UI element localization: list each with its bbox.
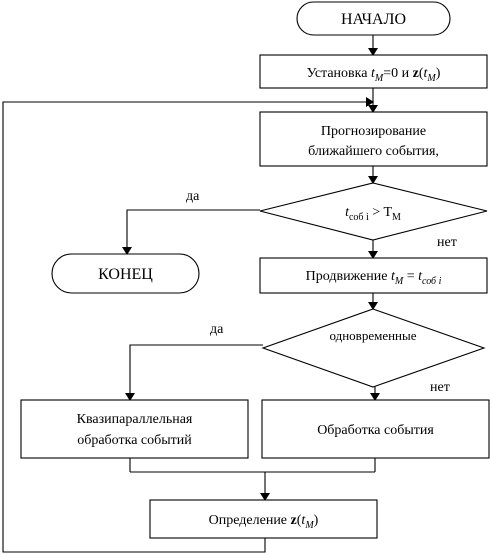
start-terminator: НАЧАЛО [296,1,451,36]
process-block: Обработка события [261,399,490,459]
arrow-yes-to-parallel [125,344,263,401]
loop-back-line [2,97,374,553]
predict-line1: Прогнозирование [321,124,426,139]
decision1-label: tсоб i > TM [345,205,401,223]
parallel-block: Квазипараллельная обработка событий [20,399,249,459]
no2-label: нет [430,380,450,395]
parallel-line2: обработка событий [77,433,192,448]
advance-block: Продвижение tM = tсоб i [259,257,488,294]
parallel-line1: Квазипараллельная [77,412,193,427]
advance-label: Продвижение tM = tсоб i [306,269,442,287]
decision2-label: одновременные [329,328,416,343]
predict-line2: ближайшего события, [308,144,439,159]
predict-block: Прогнозирование ближайшего события, [259,111,488,167]
connectors [2,35,380,553]
yes1-label: да [186,189,200,204]
arrow-yes-to-end [122,209,260,255]
process-label: Обработка события [317,423,434,438]
yes2-label: да [210,322,224,337]
start-label: НАЧАЛО [341,11,406,28]
end-terminator: КОНЕЦ [51,253,200,294]
init-block: Установка tM=0 и z(tM) [259,54,488,89]
no1-label: нет [437,235,457,250]
end-label: КОНЕЦ [98,266,153,283]
determine-block: Определение z(tM) [149,499,378,539]
init-label: Установка tM=0 и z(tM) [307,66,441,84]
determine-label: Определение z(tM) [209,513,319,531]
decision1-diamond: tсоб i > TM [259,182,488,241]
decision2-diamond: одновременные [261,308,486,388]
